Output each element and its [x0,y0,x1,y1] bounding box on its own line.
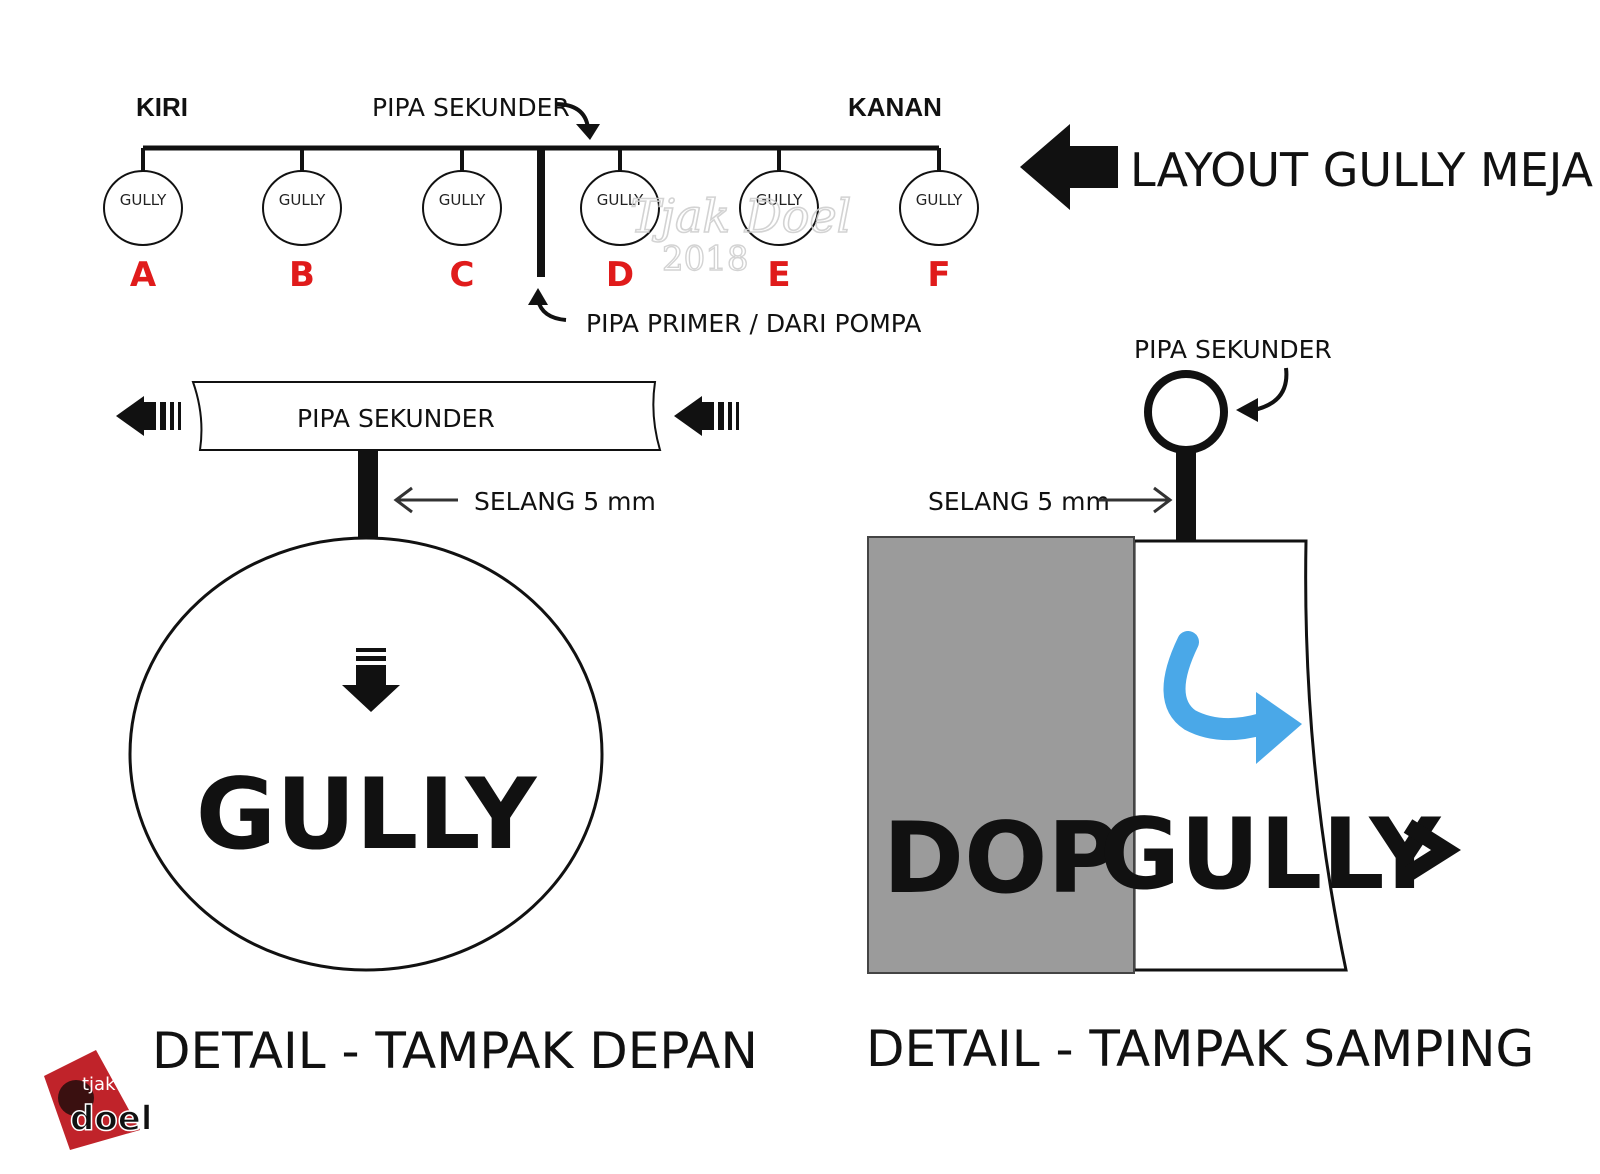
front-view-section: PIPA SEKUNDER SELANG 5 mm GULLY DETAIL -… [116,381,758,1080]
gully-D: GULLY D [580,148,660,295]
layout-title: LAYOUT GULLY MEJA [1130,143,1593,197]
side-pipe-label: PIPA SEKUNDER [1134,335,1332,364]
gully-label: GULLY [439,191,486,209]
gully-label: GULLY [916,191,963,209]
gully-letter: F [927,255,950,295]
curved-arrow-icon [554,102,600,140]
chevron-right-icon [1403,819,1461,881]
watermark-text: Tjak Doel [630,189,851,243]
curved-arrow-icon [1236,367,1289,422]
gully-letter: B [289,255,315,295]
gully-B: GULLY B [262,148,342,295]
gully-letter: A [130,255,157,295]
secondary-pipe-side [1144,370,1228,454]
gully-label: GULLY [120,191,167,209]
gully-label: GULLY [756,191,803,209]
layout-section: KIRI KANAN PIPA SEKUNDER PIPA PRIMER / D… [103,92,1593,338]
watermark: Tjak Doel 2018 [629,188,852,280]
front-pipe-label: PIPA SEKUNDER [297,404,495,433]
gully-letter: D [606,255,634,295]
curved-arrow-icon [528,288,567,322]
left-label: KIRI [136,92,188,122]
side-view-section: PIPA SEKUNDER SELANG 5 mm DOP GULLY DETA… [866,335,1534,1078]
flow-curve-arrow-icon [1163,631,1302,764]
watermark-year: 2018 [662,239,749,279]
pointer-arrow-icon [393,486,458,514]
gully-E: GULLY E [739,148,819,295]
dop [867,536,1135,974]
side-gully-label: GULLY [1100,798,1442,912]
right-label: KANAN [848,92,942,122]
logo-text-bottom: doel [70,1099,152,1139]
gully-A: GULLY A [103,148,183,295]
side-hose-label: SELANG 5 mm [928,487,1110,516]
flow-left-arrow-icon [116,396,181,436]
gully-front [128,536,604,972]
down-arrow-icon [342,648,400,712]
gully-letter: E [767,255,790,295]
primary-pipe-label: PIPA PRIMER / DARI POMPA [586,309,921,338]
flow-left-arrow-icon [674,396,739,436]
gully-letter: C [450,255,475,295]
dop-label: DOP [883,802,1119,916]
secondary-pipe-label: PIPA SEKUNDER [372,93,570,122]
logo: tjak doel [44,1050,153,1150]
gully-label: GULLY [279,191,326,209]
gully-C: GULLY C [422,148,502,295]
side-caption: DETAIL - TAMPAK SAMPING [866,1020,1534,1078]
left-arrow-icon [1020,124,1118,210]
gully-label: GULLY [597,191,644,209]
logo-text-top: tjak [82,1074,116,1095]
gully-F: GULLY F [899,148,979,295]
pointer-arrow-icon [1098,486,1173,514]
front-caption: DETAIL - TAMPAK DEPAN [152,1022,758,1080]
front-hose-label: SELANG 5 mm [474,487,656,516]
secondary-pipe-front [191,381,662,451]
front-gully-label: GULLY [196,758,538,872]
